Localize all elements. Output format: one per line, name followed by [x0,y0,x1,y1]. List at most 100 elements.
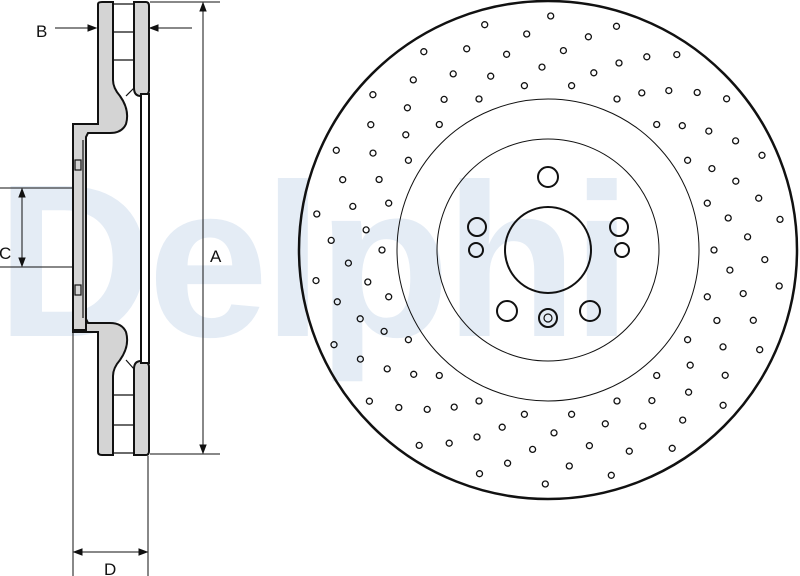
drill-hole [684,388,693,396]
drill-hole [415,441,423,450]
right-plate-web [140,93,150,364]
drill-hole [475,95,483,103]
bolt-hole [537,166,559,188]
drill-hole [344,259,353,267]
vane-lines [74,3,135,454]
drill-hole [409,76,417,84]
drill-hole [423,405,431,414]
drill-hole [615,59,623,67]
drill-hole [445,439,453,447]
drill-holes [312,12,784,488]
drill-hole [584,33,593,41]
drill-hole [749,316,757,324]
drill-hole [713,316,721,325]
drill-hole [312,276,320,285]
drill-hole [502,50,511,58]
drill-hole [665,86,673,95]
drill-hole [520,410,529,418]
drill-hole [369,91,377,99]
drill-hole [703,199,711,207]
drill-hole [683,336,692,344]
drill-hole [643,53,651,61]
drill-hole [313,210,321,218]
drill-hole [693,88,701,97]
drill-hole [473,433,481,441]
pin-hole [614,242,630,258]
left-plate-top [72,0,129,331]
right-plate-bottom [133,359,150,456]
drill-hole [475,397,483,405]
drill-hole [761,255,769,264]
drill-hole [450,403,458,411]
drill-hole [612,22,621,30]
drill-hole [356,355,365,363]
drill-hole [356,315,364,323]
center-bore [504,206,592,294]
drill-hole [440,95,448,104]
drill-hole [523,30,531,38]
pin-hole [468,242,484,258]
dimension-label-a: A [210,247,222,266]
drill-hole [367,121,375,129]
drill-hole [498,423,506,431]
drill-hole [395,403,403,412]
drill-hole [541,480,549,488]
left-plate-bottom [72,318,129,456]
drill-hole [362,226,370,234]
drill-hole [638,89,646,97]
drill-hole [613,397,621,405]
drill-hole [590,69,598,77]
drill-hole [567,82,576,90]
drill-hole [369,149,377,157]
drill-hole [625,447,633,455]
drill-hole [585,442,594,450]
drill-hole [380,327,388,336]
drill-hole [420,48,428,56]
drill-hole [721,371,729,379]
drill-hole [639,422,647,430]
drill-hole [404,336,413,344]
bolt-hole [496,300,518,322]
drill-hole [731,137,740,145]
drill-hole [463,45,471,53]
drill-hole [410,370,418,378]
drill-hole [487,72,495,80]
hat-inner-circle [436,138,660,362]
drill-hole [402,131,410,139]
drill-hole [520,82,529,90]
drill-hole [776,215,784,224]
drill-hole [683,156,692,164]
drill-hole [383,365,391,373]
locating-screw-inner [543,313,553,323]
drill-hole [365,397,374,405]
drill-hole [559,46,568,55]
drill-hole [756,346,764,354]
drill-hole [708,164,716,173]
drill-hole [435,371,443,380]
drill-hole [364,278,372,286]
drill-hole [722,95,731,103]
drill-hole [565,462,573,470]
drill-hole [601,420,609,428]
dimension-label-b: B [36,22,47,41]
bolt-hole [467,217,487,237]
drill-hole [686,361,694,369]
drill-hole [653,120,661,129]
dimension-lines [0,1,220,576]
drill-hole [739,289,747,298]
drill-hole [743,233,752,241]
hat-outer-circle [396,98,700,402]
drill-hole [724,214,732,222]
drill-hole [538,63,546,71]
drill-hole [435,120,443,129]
drill-hole [378,246,386,254]
drill-hole [385,293,393,301]
drill-hole [648,396,656,405]
drill-hole [481,21,489,29]
drill-hole [403,104,412,112]
drill-hole [385,199,393,207]
drill-hole [332,146,340,154]
drill-hole [330,341,338,349]
